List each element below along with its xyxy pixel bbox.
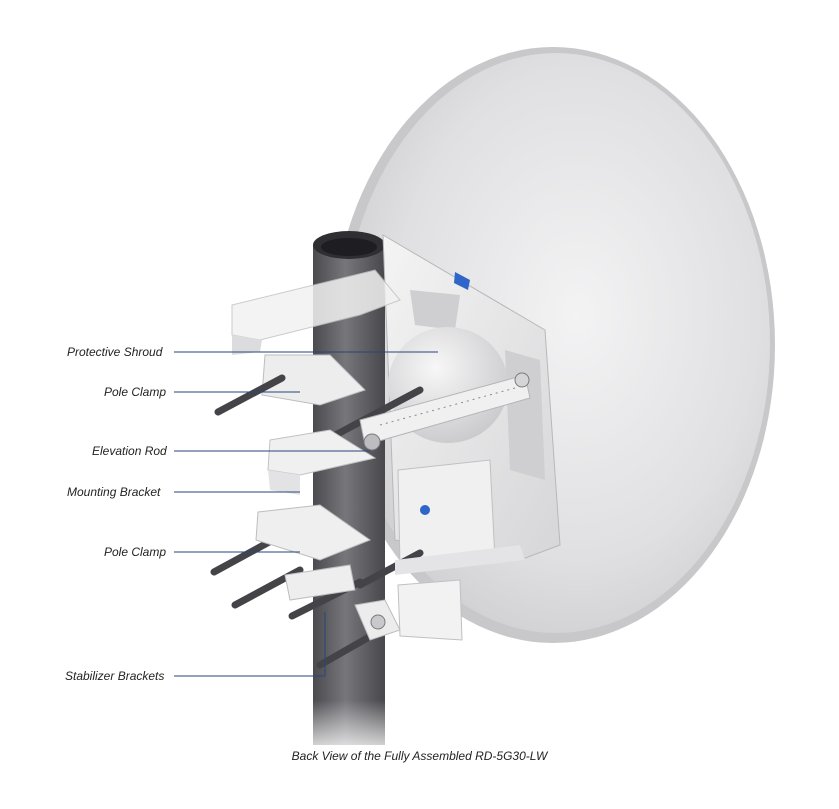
leader-lines	[174, 351, 438, 677]
ubiquiti-logo-icon	[420, 505, 430, 515]
upper-bracket	[231, 269, 401, 355]
mounting-bracket	[267, 429, 377, 495]
label-stabilizer-brackets: Stabilizer Brackets	[65, 669, 165, 683]
label-elevation-rod: Elevation Rod	[92, 444, 167, 458]
label-pole-clamp-upper: Pole Clamp	[104, 385, 167, 399]
bracket-marker-icon	[454, 272, 470, 290]
label-pole-clamp-lower: Pole Clamp	[104, 545, 167, 559]
stabilizer-brackets	[284, 564, 401, 641]
elevation-rod-assembly	[359, 372, 531, 451]
figure-caption: Back View of the Fully Assembled RD-5G30…	[291, 749, 548, 763]
label-mounting-bracket: Mounting Bracket	[67, 485, 161, 499]
lower-pole-clamp	[255, 504, 525, 575]
label-protective-shroud: Protective Shroud	[67, 345, 163, 359]
